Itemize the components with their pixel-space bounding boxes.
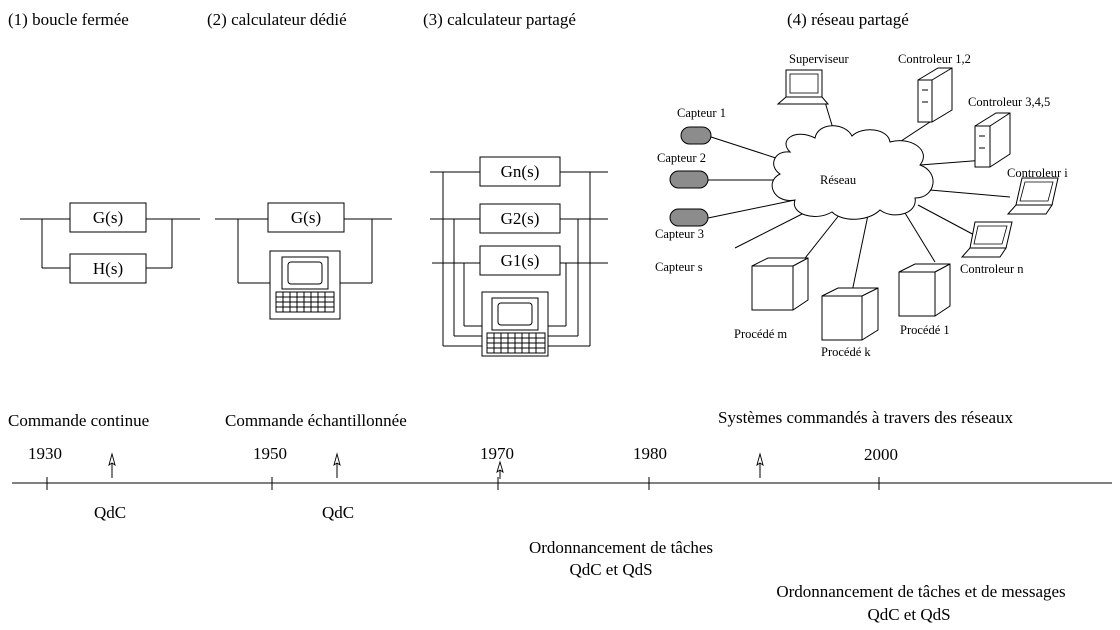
capteur-1-label: Capteur 1 <box>677 106 726 120</box>
block-g-s-label: G(s) <box>93 208 123 227</box>
procede-1-cube-icon <box>898 263 951 317</box>
procede-k-cube-icon <box>821 287 879 341</box>
year-label: 1950 <box>253 444 287 463</box>
arrow-marker-icon <box>333 452 341 478</box>
year-label: 2000 <box>864 445 898 464</box>
era-sampled-control: Commande échantillonnée <box>225 411 407 430</box>
capteur-1-icon <box>680 126 712 145</box>
controleur-n-label: Controleur n <box>960 262 1024 276</box>
block-g-s <box>69 202 147 233</box>
block-g-s-dedicated <box>267 202 345 233</box>
block-g1-s <box>479 245 561 276</box>
block-g2-s-label: G2(s) <box>501 209 540 228</box>
task-scheduling-note: Ordonnancement de tâches <box>529 538 713 557</box>
controleur-12-label: Controleur 1,2 <box>898 52 971 66</box>
timeline: Commande continue Commande échantillonné… <box>8 408 1112 624</box>
network-cloud-label: Réseau <box>820 173 857 187</box>
controleur-12-tower-icon <box>917 67 953 123</box>
era-networked-control: Systèmes commandés à travers des réseaux <box>718 408 1014 427</box>
task-scheduling-sub: QdC et QdS <box>569 560 652 579</box>
controleur-345-label: Controleur 3,4,5 <box>968 95 1050 109</box>
superviseur-label: Superviseur <box>789 52 850 66</box>
block-gn-s <box>479 156 561 187</box>
task-message-scheduling-sub: QdC et QdS <box>867 605 950 624</box>
capteur-2-label: Capteur 2 <box>657 151 706 165</box>
year-label: 1980 <box>633 444 667 463</box>
procede-m-label: Procédé m <box>734 327 787 341</box>
panel-3-shared-computer: Gn(s) G2(s) G1(s) <box>430 156 608 357</box>
task-message-scheduling-note: Ordonnancement de tâches et de messages <box>776 582 1065 601</box>
capteur-3-icon <box>669 208 709 227</box>
arrow-marker-icon <box>496 460 504 479</box>
panel-4-shared-network: Réseau Superviseur Controleur 1,2 C <box>655 52 1068 359</box>
panel-1-closed-loop: G(s) H(s) <box>20 202 200 284</box>
year-label: 1930 <box>28 444 62 463</box>
qdc-note: QdC <box>322 503 354 522</box>
block-g-s-dedicated-label: G(s) <box>291 208 321 227</box>
procede-1-label: Procédé 1 <box>900 323 950 337</box>
block-gn-s-label: Gn(s) <box>501 162 540 181</box>
panel-1-title: (1) boucle fermée <box>8 10 129 29</box>
arrow-marker-icon <box>756 452 764 478</box>
controleur-i-laptop-icon <box>1006 177 1059 215</box>
panel-2-dedicated-computer: G(s) <box>215 202 392 320</box>
superviseur-laptop-icon <box>776 69 830 105</box>
year-label: 1970 <box>480 444 514 463</box>
block-g1-s-label: G1(s) <box>501 251 540 270</box>
controleur-i-label: Controleur i <box>1007 166 1068 180</box>
controleur-345-tower-icon <box>974 112 1011 168</box>
procede-m-cube-icon <box>751 257 809 311</box>
capteur-3-label: Capteur 3 <box>655 227 704 241</box>
panel-4-title: (4) réseau partagé <box>787 10 909 29</box>
capteur-2-icon <box>669 170 709 189</box>
shared-computer-icon <box>481 291 549 357</box>
panel-2-title: (2) calculateur dédié <box>207 10 347 29</box>
block-g2-s <box>479 203 561 234</box>
era-continuous-control: Commande continue <box>8 411 149 430</box>
block-h-s <box>69 253 147 284</box>
controleur-n-laptop-icon <box>960 221 1013 258</box>
block-h-s-label: H(s) <box>93 259 123 278</box>
network-cloud <box>771 125 934 220</box>
computer-icon <box>269 250 341 320</box>
qdc-note: QdC <box>94 503 126 522</box>
procede-k-label: Procédé k <box>821 345 871 359</box>
panel-3-title: (3) calculateur partagé <box>423 10 576 29</box>
capteur-s-label: Capteur s <box>655 260 703 274</box>
arrow-marker-icon <box>108 452 116 478</box>
network-links <box>707 101 1011 293</box>
